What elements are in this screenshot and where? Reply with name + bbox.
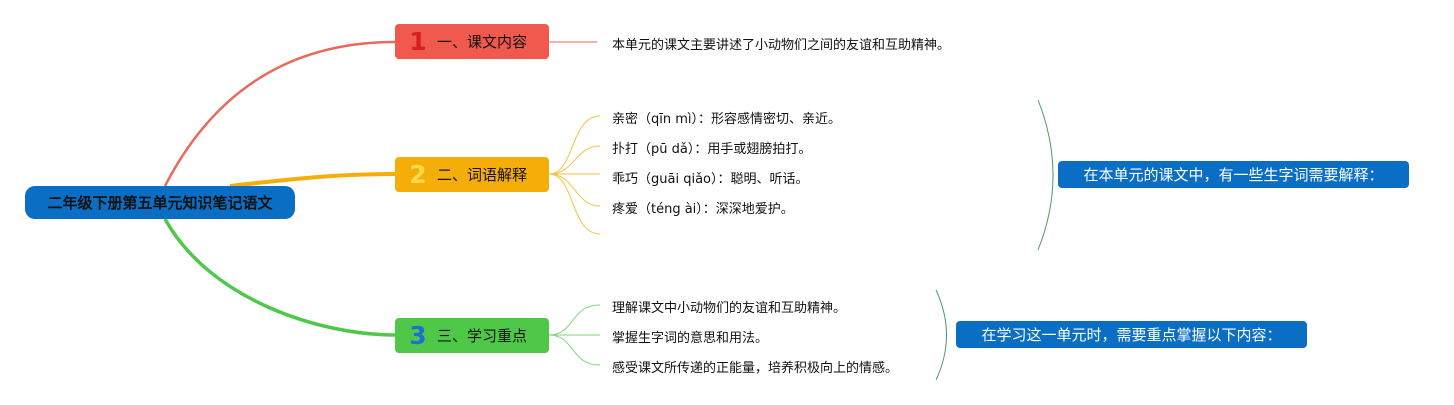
link-branch-2-leaf-1 [548, 115, 601, 175]
summary-topic-2[interactable]: 在本单元的课文中，有一些生字词需要解释： [1058, 161, 1409, 188]
branch-label-3: 三、学习重点 [437, 327, 528, 345]
leaf-2-1[interactable]: 亲密（qīn mì）：形容感情密切、亲近。 [612, 112, 842, 127]
branch-number-2: 2 [409, 160, 427, 189]
leaf-2-2[interactable]: 扑打（pū dǎ）：用手或翅膀拍打。 [612, 142, 812, 157]
leaf-3-1[interactable]: 理解课文中小动物们的友谊和互助精神。 [612, 301, 847, 316]
link-branch-3-leaf-1 [548, 304, 601, 336]
branch-number-1: 1 [409, 27, 427, 56]
root-topic-label: 二年级下册第五单元知识笔记语文 [47, 194, 273, 212]
link-branch-2-leaf-2 [548, 145, 601, 175]
leaf-3-3[interactable]: 感受课文所传递的正能量，培养积极向上的情感。 [612, 361, 899, 376]
summary-topic-3[interactable]: 在学习这一单元时，需要重点掌握以下内容： [956, 321, 1307, 348]
summary-brace-3 [935, 289, 947, 381]
link-root-branch-2 [229, 172, 396, 188]
root-topic[interactable]: 二年级下册第五单元知识笔记语文 [25, 186, 295, 219]
branch-topic-1[interactable]: 1 一、课文内容 [395, 24, 549, 59]
link-root-branch-3 [163, 218, 396, 337]
branch-topic-2[interactable]: 2 二、词语解释 [395, 157, 549, 192]
link-root-branch-1 [163, 40, 396, 187]
summary-brace-2 [1037, 99, 1054, 251]
leaf-3-2[interactable]: 掌握生字词的意思和用法。 [612, 331, 769, 346]
link-branch-2-leaf-4 [548, 173, 601, 207]
branch-number-3: 3 [409, 321, 427, 350]
branch-label-1: 一、课文内容 [437, 33, 528, 51]
link-branch-3-leaf-3 [548, 334, 601, 366]
link-branch-2-leaf-5 [548, 173, 601, 235]
branch-topic-3[interactable]: 3 三、学习重点 [395, 318, 549, 353]
leaf-1-1[interactable]: 本单元的课文主要讲述了小动物们之间的友谊和互助精神。 [612, 38, 951, 53]
leaf-2-3[interactable]: 乖巧（guāi qiǎo）：聪明、听话。 [612, 172, 809, 187]
leaf-2-4[interactable]: 疼爱（téng ài）：深深地爱护。 [612, 202, 794, 217]
branch-label-2: 二、词语解释 [437, 166, 528, 184]
